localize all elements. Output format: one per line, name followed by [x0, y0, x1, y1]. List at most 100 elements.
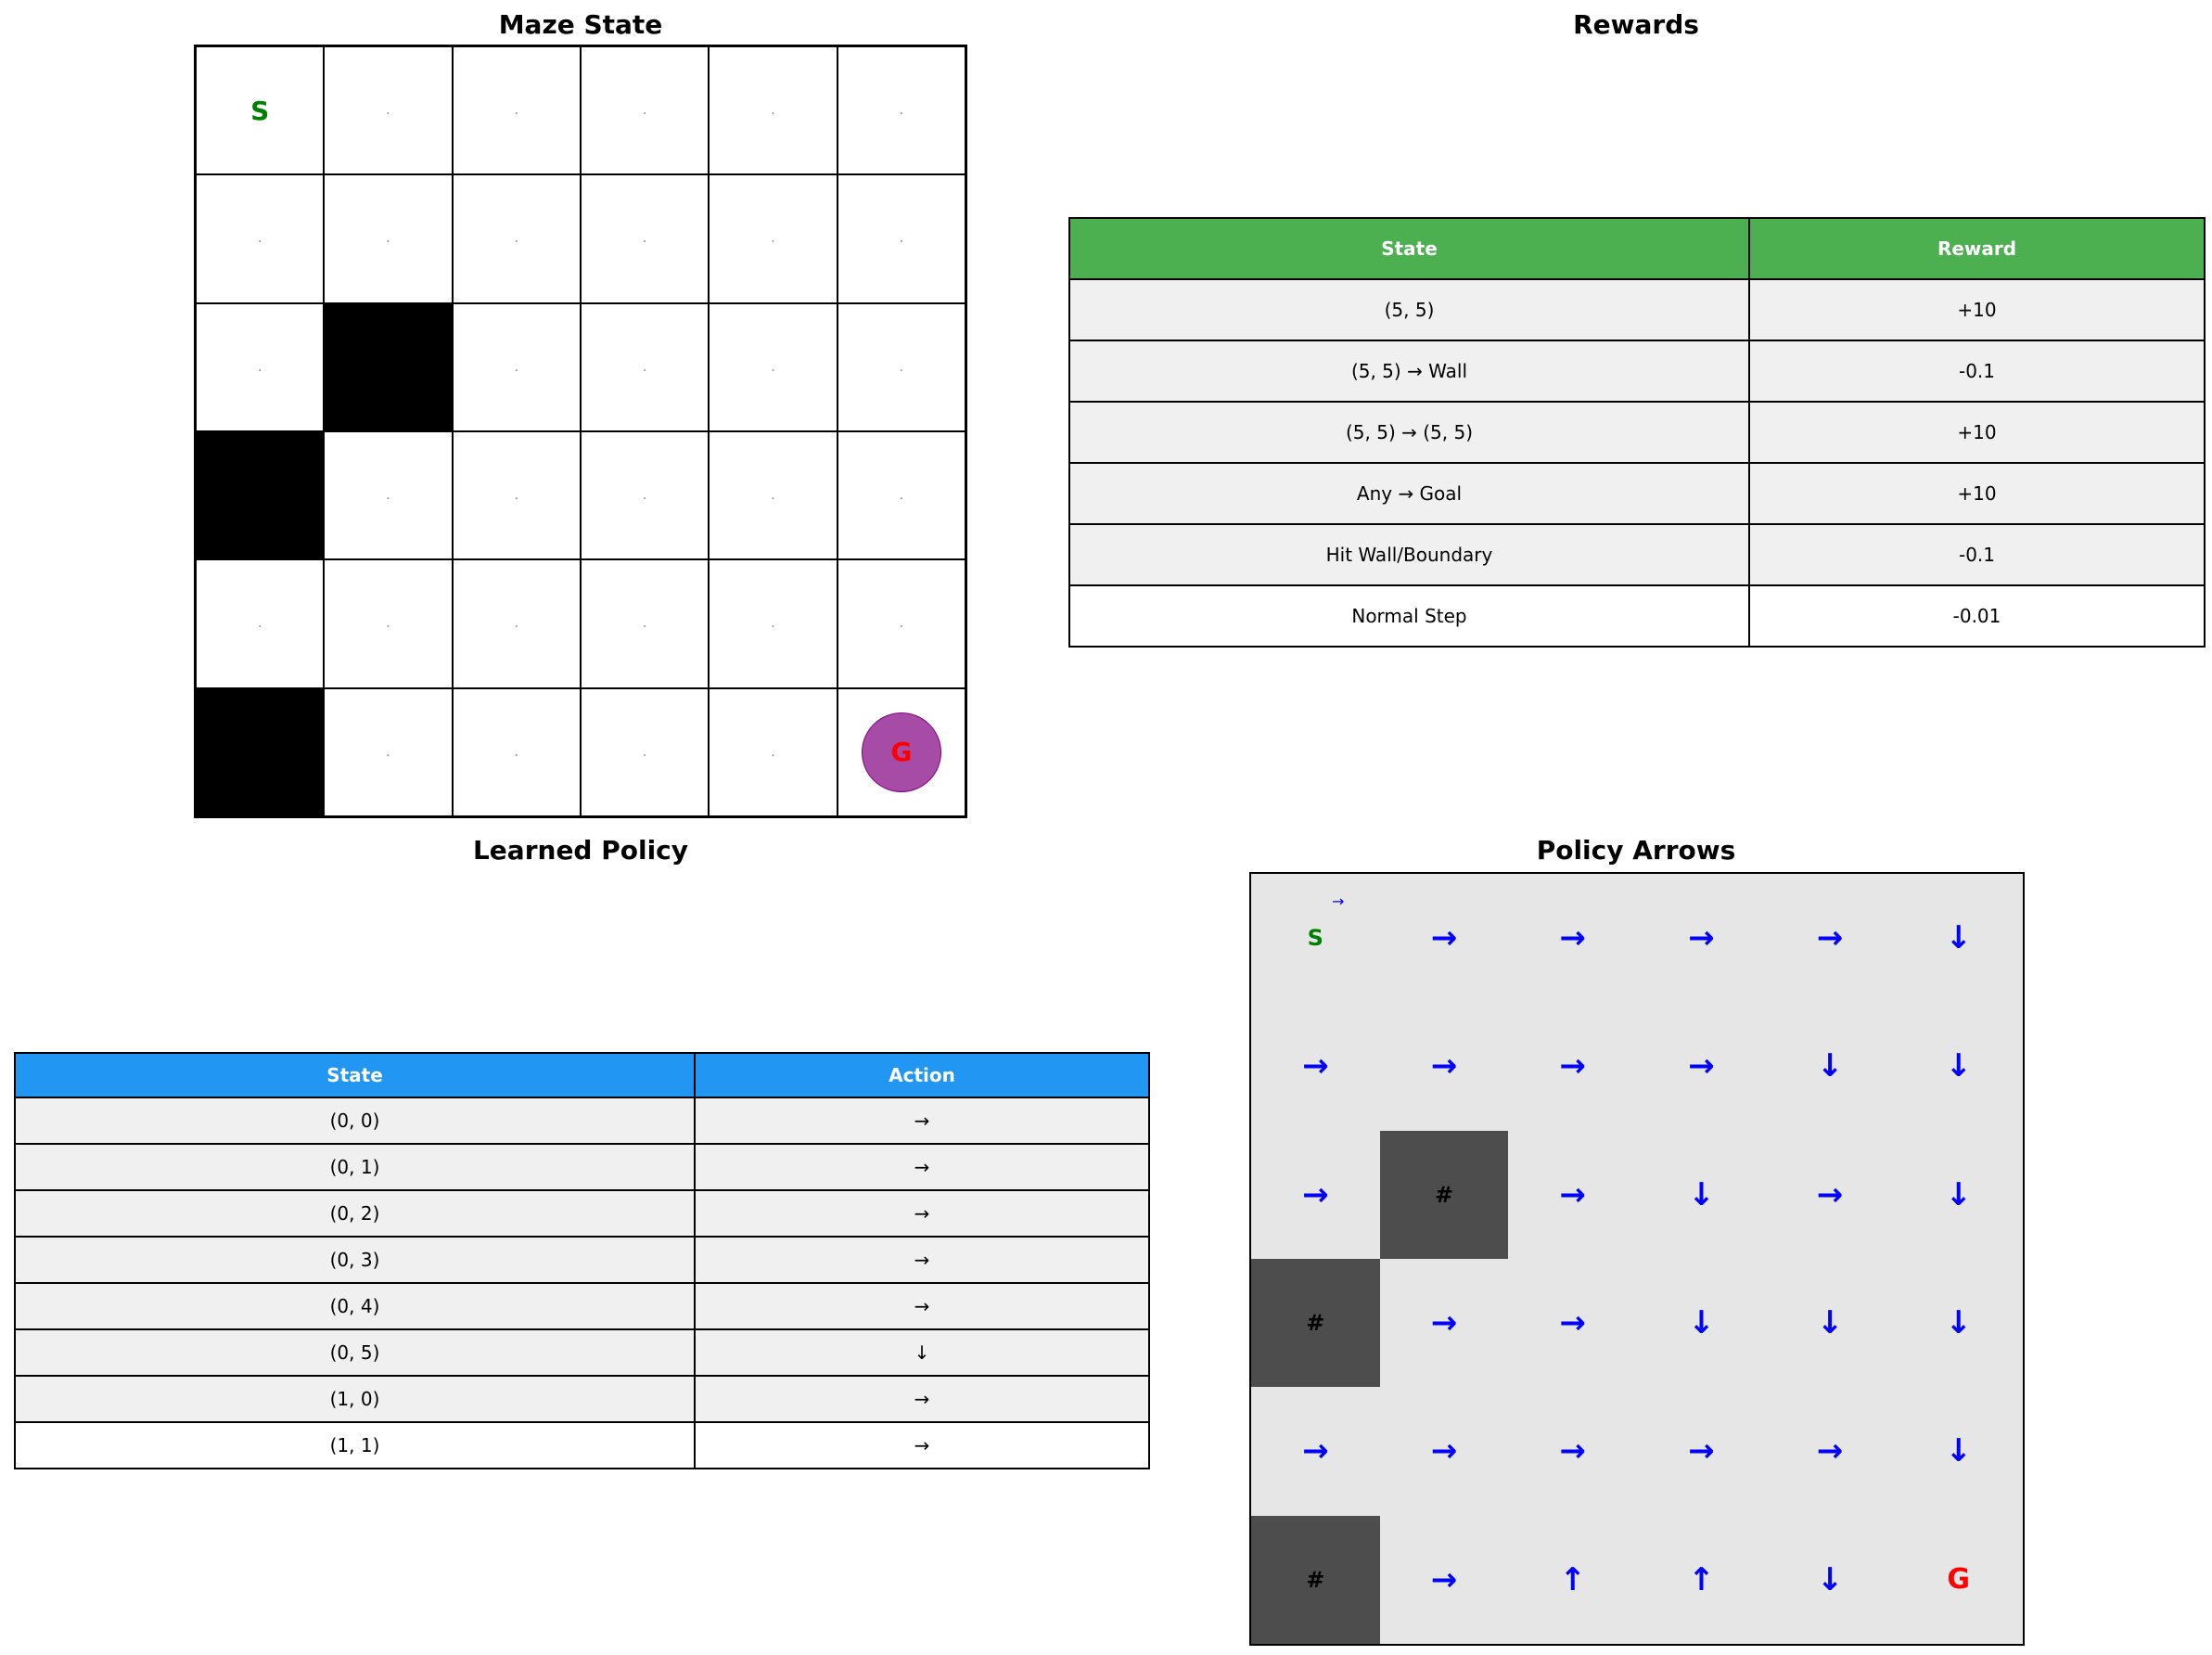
empty-dot: . — [386, 616, 390, 632]
maze-cell: . — [452, 687, 581, 816]
policy-arrow-icon: → — [1430, 1560, 1458, 1598]
policy-arrow-icon: → — [1430, 1047, 1458, 1085]
maze-cell: . — [837, 302, 965, 431]
empty-dot: . — [386, 488, 390, 504]
maze-cell: . — [709, 559, 837, 688]
goal-label: G — [1947, 1563, 1970, 1597]
empty-dot: . — [899, 231, 904, 247]
policy-arrow-icon: → — [1430, 1304, 1458, 1342]
policy-arrows-grid: →S→→→→↓→→→→↓↓→#→↓→↓#→→↓↓↓→→→→→↓#→↑↑↓G — [1249, 872, 2025, 1646]
maze-cell: . — [709, 174, 837, 303]
arrow-cell: → — [1380, 1516, 1509, 1644]
policy-arrow-icon: → — [1688, 919, 1715, 957]
policy-arrow-icon: ↓ — [1945, 1304, 1972, 1342]
maze-cell: . — [324, 559, 453, 688]
reward-state-cell: Normal Step — [1068, 584, 1750, 648]
empty-dot: . — [514, 616, 519, 632]
policy-arrow-icon: → — [1559, 1432, 1586, 1470]
rewards-header-reward: Reward — [1748, 217, 2206, 280]
policy-arrow-icon: ↓ — [1816, 1304, 1844, 1342]
table-row: Any → Goal+10 — [1068, 462, 2206, 525]
reward-value-cell: -0.01 — [1748, 584, 2206, 648]
arrow-cell: ↓ — [1894, 1002, 2023, 1130]
policy-header-state: State — [14, 1052, 696, 1098]
arrow-cell: → — [1380, 1387, 1509, 1515]
arrow-cell: ↓ — [1894, 1259, 2023, 1387]
table-row: (0, 1)→ — [14, 1143, 1150, 1191]
maze-cell: . — [837, 430, 965, 560]
policy-arrow-icon: ↓ — [1816, 1047, 1844, 1085]
maze-cell: . — [837, 174, 965, 303]
maze-cell: . — [324, 687, 453, 816]
arrow-cell: # — [1251, 1258, 1380, 1388]
policy-arrow-icon: → — [1302, 1047, 1329, 1085]
maze-cell: . — [709, 687, 837, 816]
policy-arrow-icon: ↓ — [1945, 1047, 1972, 1085]
arrow-cell: ↓ — [1637, 1259, 1766, 1387]
maze-cell: . — [580, 687, 710, 816]
policy-action-cell: → — [694, 1143, 1150, 1191]
arrow-cell: → — [1766, 874, 1895, 1002]
policy-state-cell: (0, 0) — [14, 1097, 696, 1145]
arrows-title: Policy Arrows — [1536, 835, 1736, 866]
maze-cell: . — [837, 559, 965, 688]
maze-title: Maze State — [498, 9, 663, 40]
policy-arrow-icon: ↓ — [1945, 1432, 1972, 1470]
arrow-cell: ↓ — [1766, 1259, 1895, 1387]
arrow-cell: → — [1508, 1002, 1637, 1130]
policy-arrow-icon: → — [1559, 1175, 1586, 1213]
reward-value-cell: +10 — [1748, 278, 2206, 341]
empty-dot: . — [899, 488, 904, 504]
arrow-cell: → — [1766, 1387, 1895, 1515]
policy-arrow-icon: ↓ — [1945, 1175, 1972, 1213]
start-label: S — [1307, 925, 1323, 952]
empty-dot: . — [899, 616, 904, 632]
policy-table: State Action (0, 0)→(0, 1)→(0, 2)→(0, 3)… — [14, 1052, 1150, 1469]
wall-label: # — [1306, 1566, 1325, 1593]
table-row: Normal Step-0.01 — [1068, 584, 2206, 648]
empty-dot: . — [514, 488, 519, 504]
arrow-cell: → — [1637, 1387, 1766, 1515]
empty-dot: . — [771, 616, 775, 632]
table-row: (5, 5) → (5, 5)+10 — [1068, 401, 2206, 464]
policy-action-cell: → — [694, 1097, 1150, 1145]
empty-dot: . — [899, 359, 904, 375]
arrow-cell: → — [1637, 874, 1766, 1002]
maze-cell: G — [837, 687, 965, 816]
policy-arrow-icon: → — [1302, 1175, 1329, 1213]
maze-cell: . — [452, 430, 581, 560]
maze-cell: . — [580, 430, 710, 560]
policy-arrow-icon: → — [1559, 919, 1586, 957]
reward-value-cell: -0.1 — [1748, 523, 2206, 586]
goal-label: G — [890, 737, 913, 768]
empty-dot: . — [642, 231, 647, 247]
maze-cell: S — [196, 46, 325, 175]
policy-arrow-icon: → — [1302, 1432, 1329, 1470]
empty-dot: . — [771, 744, 775, 760]
empty-dot: . — [257, 359, 262, 375]
reward-state-cell: Hit Wall/Boundary — [1068, 523, 1750, 586]
empty-dot: . — [257, 616, 262, 632]
arrow-cell: → — [1637, 1002, 1766, 1130]
policy-arrow-icon: → — [1816, 919, 1844, 957]
arrow-cell: → — [1508, 1131, 1637, 1259]
maze-cell: . — [580, 46, 710, 175]
arrow-cell: → — [1508, 874, 1637, 1002]
table-row: (0, 2)→ — [14, 1189, 1150, 1238]
table-row: (0, 0)→ — [14, 1097, 1150, 1145]
maze-cell: . — [709, 302, 837, 431]
arrow-cell: →S — [1251, 874, 1380, 1002]
maze-cell: . — [452, 46, 581, 175]
maze-cell: . — [452, 559, 581, 688]
policy-action-cell: ↓ — [694, 1328, 1150, 1377]
arrow-cell: → — [1508, 1387, 1637, 1515]
arrow-cell: ↓ — [1894, 1387, 2023, 1515]
empty-dot: . — [642, 359, 647, 375]
maze-cell: . — [324, 46, 453, 175]
reward-state-cell: Any → Goal — [1068, 462, 1750, 525]
empty-dot: . — [386, 744, 390, 760]
arrow-cell: → — [1508, 1259, 1637, 1387]
table-row: (5, 5)+10 — [1068, 278, 2206, 341]
empty-dot: . — [386, 103, 390, 119]
reward-state-cell: (5, 5) — [1068, 278, 1750, 341]
